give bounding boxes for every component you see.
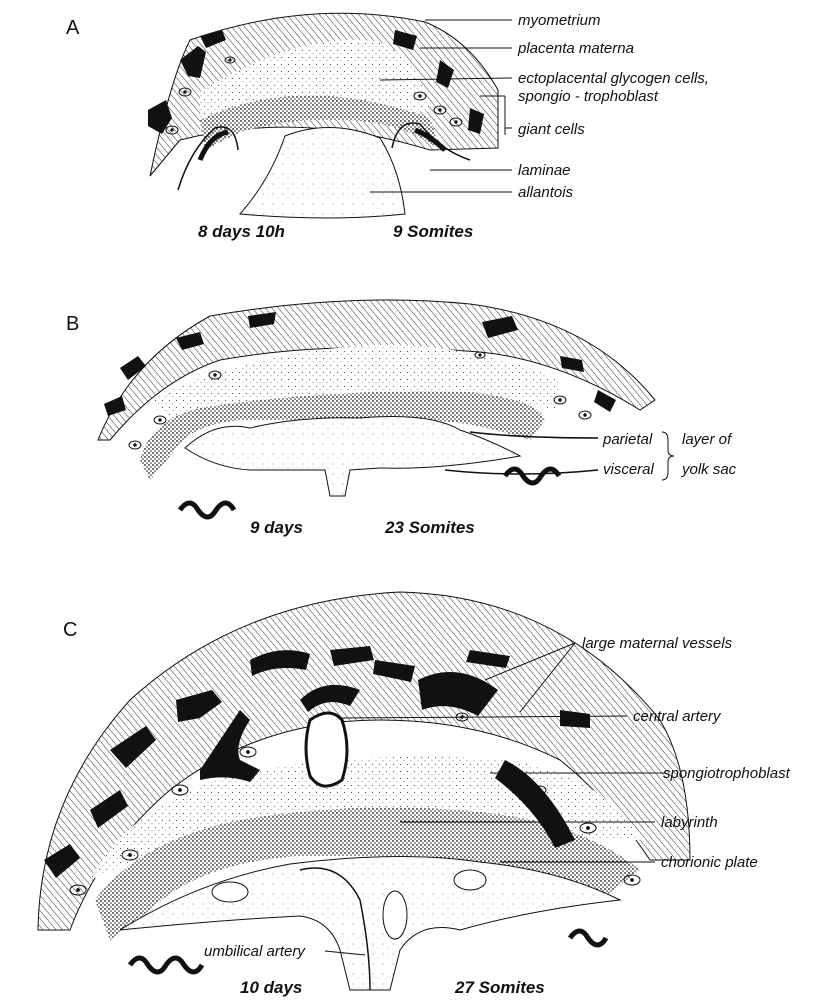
label-giant-cells: giant cells bbox=[518, 121, 585, 138]
label-allantois: allantois bbox=[518, 184, 574, 201]
panel-c: C bbox=[38, 592, 791, 997]
panel-a-age: 8 days 10h bbox=[198, 222, 285, 241]
panel-c-central-artery bbox=[306, 713, 347, 786]
panel-c-letter: C bbox=[63, 619, 77, 641]
panel-a-letter: A bbox=[66, 17, 80, 39]
panel-c-age: 10 days bbox=[240, 978, 302, 997]
label-visceral: visceral bbox=[603, 461, 655, 478]
label-parietal: parietal bbox=[602, 431, 653, 448]
panel-b-brace bbox=[662, 432, 674, 480]
panel-b-labels: parietal visceral layer of yolk sac bbox=[602, 431, 737, 480]
label-central-artery: central artery bbox=[633, 708, 722, 725]
panel-b-section-drawing bbox=[98, 300, 655, 517]
panel-a-labels: myometrium placenta materna ectoplacenta… bbox=[517, 12, 709, 201]
label-large-maternal-vessels: large maternal vessels bbox=[582, 635, 733, 652]
label-spongio-trophoblast: spongio - trophoblast bbox=[518, 88, 659, 105]
label-myometrium: myometrium bbox=[518, 12, 601, 29]
label-yolk-sac: yolk sac bbox=[681, 461, 737, 478]
label-laminae: laminae bbox=[518, 162, 571, 179]
panel-a-somites: 9 Somites bbox=[393, 222, 473, 241]
label-spongiotrophoblast: spongiotrophoblast bbox=[663, 765, 791, 782]
label-chorionic-plate: chorionic plate bbox=[661, 854, 758, 871]
label-labyrinth: labyrinth bbox=[661, 814, 718, 831]
label-placenta-materna: placenta materna bbox=[517, 40, 634, 57]
panel-b: B pa bbox=[66, 300, 737, 537]
panel-c-somites: 27 Somites bbox=[454, 978, 545, 997]
panel-b-age: 9 days bbox=[250, 518, 303, 537]
panel-b-yolk-cavity bbox=[185, 417, 520, 497]
panel-b-somites: 23 Somites bbox=[384, 518, 475, 537]
panel-b-letter: B bbox=[66, 313, 79, 335]
label-layer-of: layer of bbox=[682, 431, 733, 448]
label-umbilical-artery: umbilical artery bbox=[204, 943, 306, 960]
panel-a-allantois bbox=[240, 127, 405, 218]
panel-a-section-drawing bbox=[148, 13, 498, 218]
panel-a: A bbox=[66, 12, 709, 241]
label-ectoplacental-glycogen-cells: ectoplacental glycogen cells, bbox=[518, 70, 709, 87]
